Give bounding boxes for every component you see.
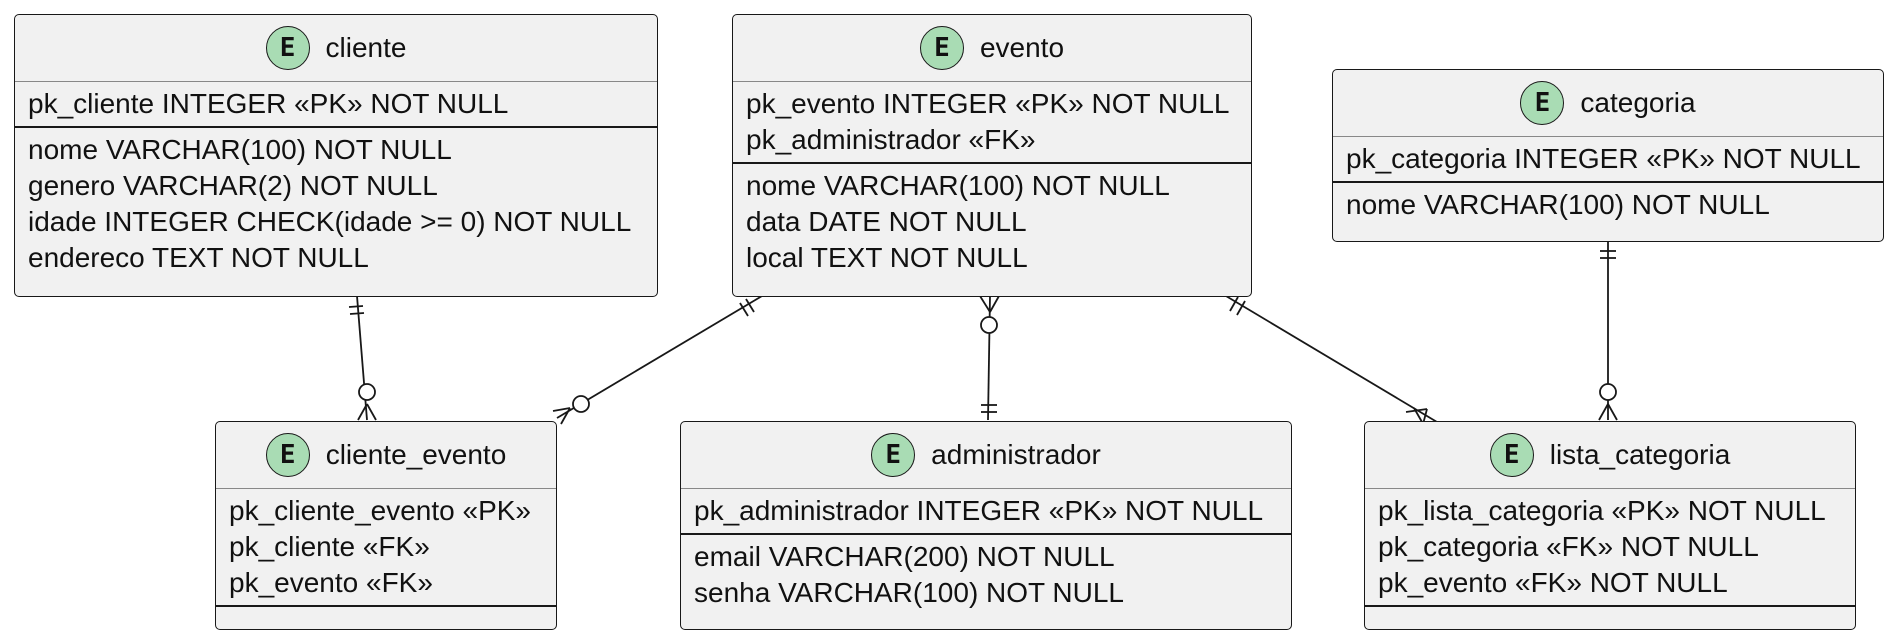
entity-icon: E: [1489, 433, 1534, 477]
entity-icon: E: [1520, 81, 1565, 125]
rel-cliente-cliente-evento: [348, 295, 377, 421]
fk-field: pk_cliente «FK»: [229, 531, 430, 562]
entity-icon: E: [871, 433, 916, 477]
rel-evento-lista-categoria: [1225, 295, 1438, 429]
attribute-field: senha VARCHAR(100) NOT NULL: [694, 577, 1125, 608]
attribute-field: data DATE NOT NULL: [746, 206, 1027, 237]
attribute-field: nome VARCHAR(100) NOT NULL: [746, 170, 1170, 201]
pk-field: pk_evento INTEGER «PK» NOT NULL: [746, 88, 1230, 119]
fk-field: pk_categoria «FK» NOT NULL: [1378, 531, 1759, 562]
attribute-field: endereco TEXT NOT NULL: [28, 242, 369, 273]
fk-field: pk_evento «FK»: [229, 567, 433, 598]
rel-evento-administrador: [979, 295, 1000, 421]
entity-lista-categoria[interactable]: E lista_categoria pk_lista_categoria «PK…: [1364, 421, 1856, 630]
entity-title: categoria: [1580, 87, 1696, 118]
entity-title: lista_categoria: [1549, 439, 1731, 470]
fk-field: pk_administrador «FK»: [746, 124, 1036, 155]
entity-cliente-evento[interactable]: E cliente_evento pk_cliente_evento «PK» …: [215, 421, 557, 630]
attribute-field: email VARCHAR(200) NOT NULL: [694, 541, 1115, 572]
entity-evento[interactable]: E evento pk_evento INTEGER «PK» NOT NULL…: [732, 14, 1252, 297]
attribute-field: nome VARCHAR(100) NOT NULL: [28, 134, 452, 165]
fk-field: pk_evento «FK» NOT NULL: [1378, 567, 1728, 598]
entity-title: cliente: [325, 32, 407, 63]
rel-categoria-lista-categoria: [1598, 242, 1618, 421]
attribute-field: genero VARCHAR(2) NOT NULL: [28, 170, 438, 201]
pk-field: pk_lista_categoria «PK» NOT NULL: [1378, 495, 1826, 526]
rel-evento-cliente-evento: [552, 295, 763, 425]
entity-icon: E: [265, 433, 310, 477]
entity-categoria[interactable]: E categoria pk_categoria INTEGER «PK» NO…: [1332, 69, 1884, 242]
entity-icon: E: [265, 26, 310, 70]
pk-field: pk_categoria INTEGER «PK» NOT NULL: [1346, 143, 1861, 174]
entity-cliente[interactable]: E cliente pk_cliente INTEGER «PK» NOT NU…: [14, 14, 658, 297]
pk-field: pk_administrador INTEGER «PK» NOT NULL: [694, 495, 1264, 526]
entity-title: cliente_evento: [325, 439, 507, 470]
attribute-field: local TEXT NOT NULL: [746, 242, 1028, 273]
attribute-field: nome VARCHAR(100) NOT NULL: [1346, 189, 1770, 220]
entity-title: evento: [979, 32, 1065, 63]
entity-icon: E: [919, 26, 964, 70]
empty-attributes-section: [216, 605, 556, 612]
pk-field: pk_cliente INTEGER «PK» NOT NULL: [28, 88, 509, 119]
entity-administrador[interactable]: E administrador pk_administrador INTEGER…: [680, 421, 1292, 630]
entity-title: administrador: [931, 439, 1101, 470]
empty-attributes-section: [1365, 605, 1855, 612]
pk-field: pk_cliente_evento «PK»: [229, 495, 531, 526]
attribute-field: idade INTEGER CHECK(idade >= 0) NOT NULL: [28, 206, 632, 237]
